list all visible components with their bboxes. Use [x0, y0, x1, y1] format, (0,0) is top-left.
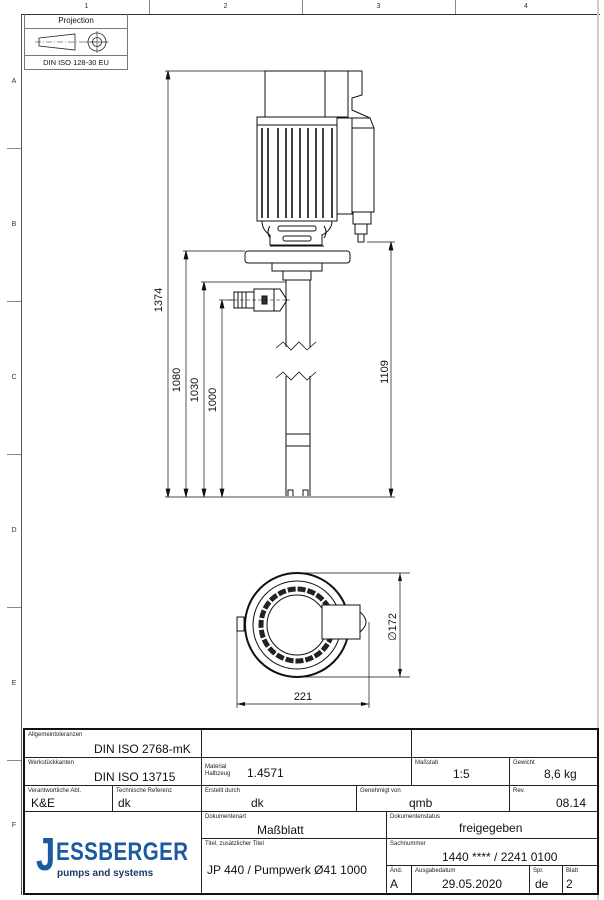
cell-sheet: Blatt 2 [566, 868, 579, 891]
cell-document-type: Dokumentenart Maßblatt [202, 812, 387, 839]
cell-issue-date: Ausgabedatum 29.05.2020 [412, 866, 530, 893]
projection-standard: DIN ISO 128-30 EU [43, 58, 109, 67]
technical-reference-value: dk [118, 796, 131, 810]
dim-overall-width: 221 [294, 691, 312, 703]
dim-overall-height: 1374 [153, 288, 165, 312]
zone-row-d: D [7, 454, 21, 608]
change-value: A [390, 877, 399, 891]
dim-cable-gland-height: 1109 [379, 360, 391, 384]
zone-row-a: A [7, 14, 21, 149]
logo-initial: J [36, 828, 56, 880]
drawing-frame [21, 14, 600, 895]
cell-revision: Rev. 08.14 [510, 786, 597, 812]
cell-language: Spr. de [530, 866, 563, 893]
language-value: de [535, 877, 549, 891]
zone-row-e: E [7, 607, 21, 761]
cell-responsible-dept: Verantwortliche Abt. K&E [25, 786, 113, 812]
approved-by-value: qmb [409, 796, 433, 810]
material-value: 1.4571 [247, 766, 284, 780]
cell-created-by: Erstellt durch dk [202, 786, 357, 812]
issue-date-value: 29.05.2020 [442, 877, 503, 891]
zone-column-1: 1 [24, 0, 150, 14]
general-tolerances-value: DIN ISO 2768-mK [94, 742, 191, 756]
pump-drawing: 1374 1080 1030 1000 1109 ∅172 221 [153, 70, 410, 708]
document-type-value: Maßblatt [257, 823, 304, 837]
cell-general-tolerances: Allgemeintoleranzen DIN ISO 2768-mK [25, 730, 202, 758]
zone-row-c: C [7, 301, 21, 455]
projection-symbol-icon [25, 29, 127, 56]
cell-part-number: Sachnummer 1440 **** / 2241 0100 [387, 839, 597, 866]
cell-change: Änd. A [387, 866, 412, 893]
zone-row-b: B [7, 148, 21, 302]
dim-outlet-height: 1030 [189, 378, 201, 402]
cell-weight: Gewicht 8,6 kg [510, 758, 597, 786]
cell-title: Titel, zusätzlicher Titel JP 440 / Pumpw… [202, 839, 387, 893]
cell-material: Material Halbzeug 1.4571 [202, 758, 412, 786]
logo-tagline: pumps and systems [57, 868, 154, 879]
cell-empty-1 [202, 730, 412, 758]
cell-workpiece-edges: Werkstückkanten DIN ISO 13715 [25, 758, 202, 786]
dim-flange-diameter: ∅172 [387, 613, 399, 641]
zone-column-3: 3 [302, 0, 456, 14]
cell-scale: Maßstab 1:5 [412, 758, 510, 786]
logo-wordmark: ESSBERGER [56, 838, 189, 866]
projection-title: Projection [25, 14, 127, 29]
cell-technical-reference: Technische Referenz dk [113, 786, 202, 812]
cell-approved-by: Genehmigt von qmb [357, 786, 510, 812]
created-by-value: dk [251, 796, 264, 810]
title-block: Allgemeintoleranzen DIN ISO 2768-mK Werk… [23, 728, 599, 895]
workpiece-edges-value: DIN ISO 13715 [94, 770, 176, 784]
revision-value: 08.14 [556, 796, 587, 810]
document-status-value: freigegeben [459, 821, 523, 835]
dim-flange-height: 1080 [171, 368, 183, 392]
sheet-value: 2 [566, 877, 573, 891]
weight-value: 8,6 kg [544, 767, 577, 781]
scale-value: 1:5 [453, 767, 470, 781]
logo-cell: J ESSBERGER pumps and systems [25, 812, 202, 893]
projection-box: Projection DIN ISO 128-30 EU [24, 14, 128, 70]
cell-empty-2 [412, 730, 597, 758]
responsible-dept-value: K&E [31, 796, 56, 810]
zone-row-f: F [11, 821, 17, 829]
dim-immersion-depth: 1000 [207, 388, 219, 412]
zone-column-2: 2 [149, 0, 303, 14]
title-value: JP 440 / Pumpwerk Ø41 1000 [207, 863, 367, 877]
part-number-value: 1440 **** / 2241 0100 [442, 850, 558, 864]
cell-document-status: Dokumentenstatus freigegeben [387, 812, 597, 839]
right-edge [597, 0, 599, 900]
